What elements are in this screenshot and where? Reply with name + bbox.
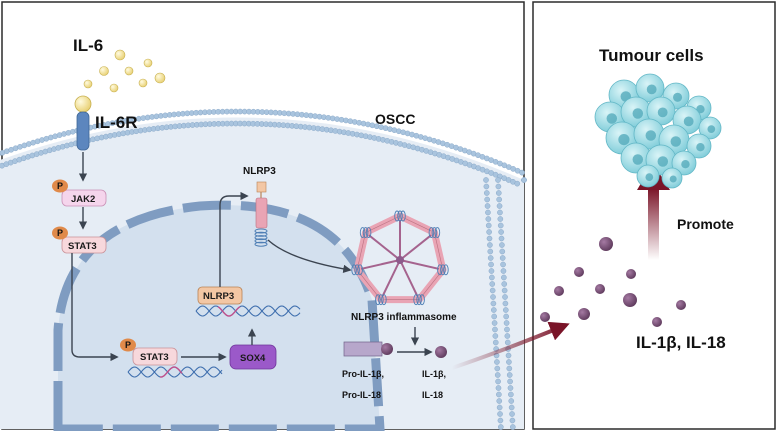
arrow-nlrp3-export <box>219 191 249 287</box>
arrow-stat3-nucleus <box>71 253 119 362</box>
p-stat3: P <box>57 228 63 238</box>
arrow-nlrp3-inflammasome <box>267 239 352 274</box>
dna-icon <box>195 305 301 317</box>
il1b-label: IL-1β, <box>422 369 446 379</box>
pro-il-precursor <box>343 341 393 357</box>
nlrp3-monomer <box>254 181 268 247</box>
stat3-label: STAT3 <box>68 241 97 252</box>
sox4-label: SOX4 <box>240 353 266 364</box>
mature-il-icon <box>435 346 447 358</box>
pro-il1b-label: Pro-IL-1β, <box>342 369 384 379</box>
il6-label: IL-6 <box>73 36 103 55</box>
p-jak2: P <box>57 181 63 191</box>
nucleus <box>53 200 385 431</box>
stat3-nuclear-node: P STAT3 <box>120 338 178 366</box>
secreted-cytokines <box>540 237 686 327</box>
jak2-label: JAK2 <box>71 194 95 205</box>
nlrp3-nuc-label: NLRP3 <box>203 291 234 302</box>
inflammasome-label: NLRP3 inflammasome <box>351 312 457 323</box>
secretion-arrow <box>451 321 570 370</box>
il6r-label: IL-6R <box>95 113 138 132</box>
stat3-nuc-label: STAT3 <box>140 352 169 363</box>
il6-ligands <box>83 49 166 93</box>
oscc-label: OSCC <box>375 111 415 127</box>
phospho-icon <box>52 226 68 240</box>
nlrp3-nuclear-node: NLRP3 <box>197 286 243 305</box>
nlrp3-cyto-label: NLRP3 <box>243 166 276 177</box>
tumour-cells-label: Tumour cells <box>599 46 704 65</box>
promote-label: Promote <box>677 216 734 232</box>
sox4-node: SOX4 <box>229 344 277 370</box>
il18-label: IL-18 <box>422 390 443 400</box>
jak2-node: P JAK2 <box>52 179 107 207</box>
stat3-node: P STAT3 <box>52 226 107 254</box>
p-stat3-nuc: P <box>125 340 131 350</box>
inflammasome-complex <box>351 210 449 306</box>
phospho-icon <box>52 179 68 193</box>
il1b-il18-label: IL-1β, IL-18 <box>636 333 726 352</box>
il6r-receptor <box>74 95 92 151</box>
dna-icon <box>127 366 223 378</box>
tumour-cells-cluster <box>594 73 722 189</box>
pro-il18-label: Pro-IL-18 <box>342 390 381 400</box>
phospho-icon <box>120 338 136 352</box>
